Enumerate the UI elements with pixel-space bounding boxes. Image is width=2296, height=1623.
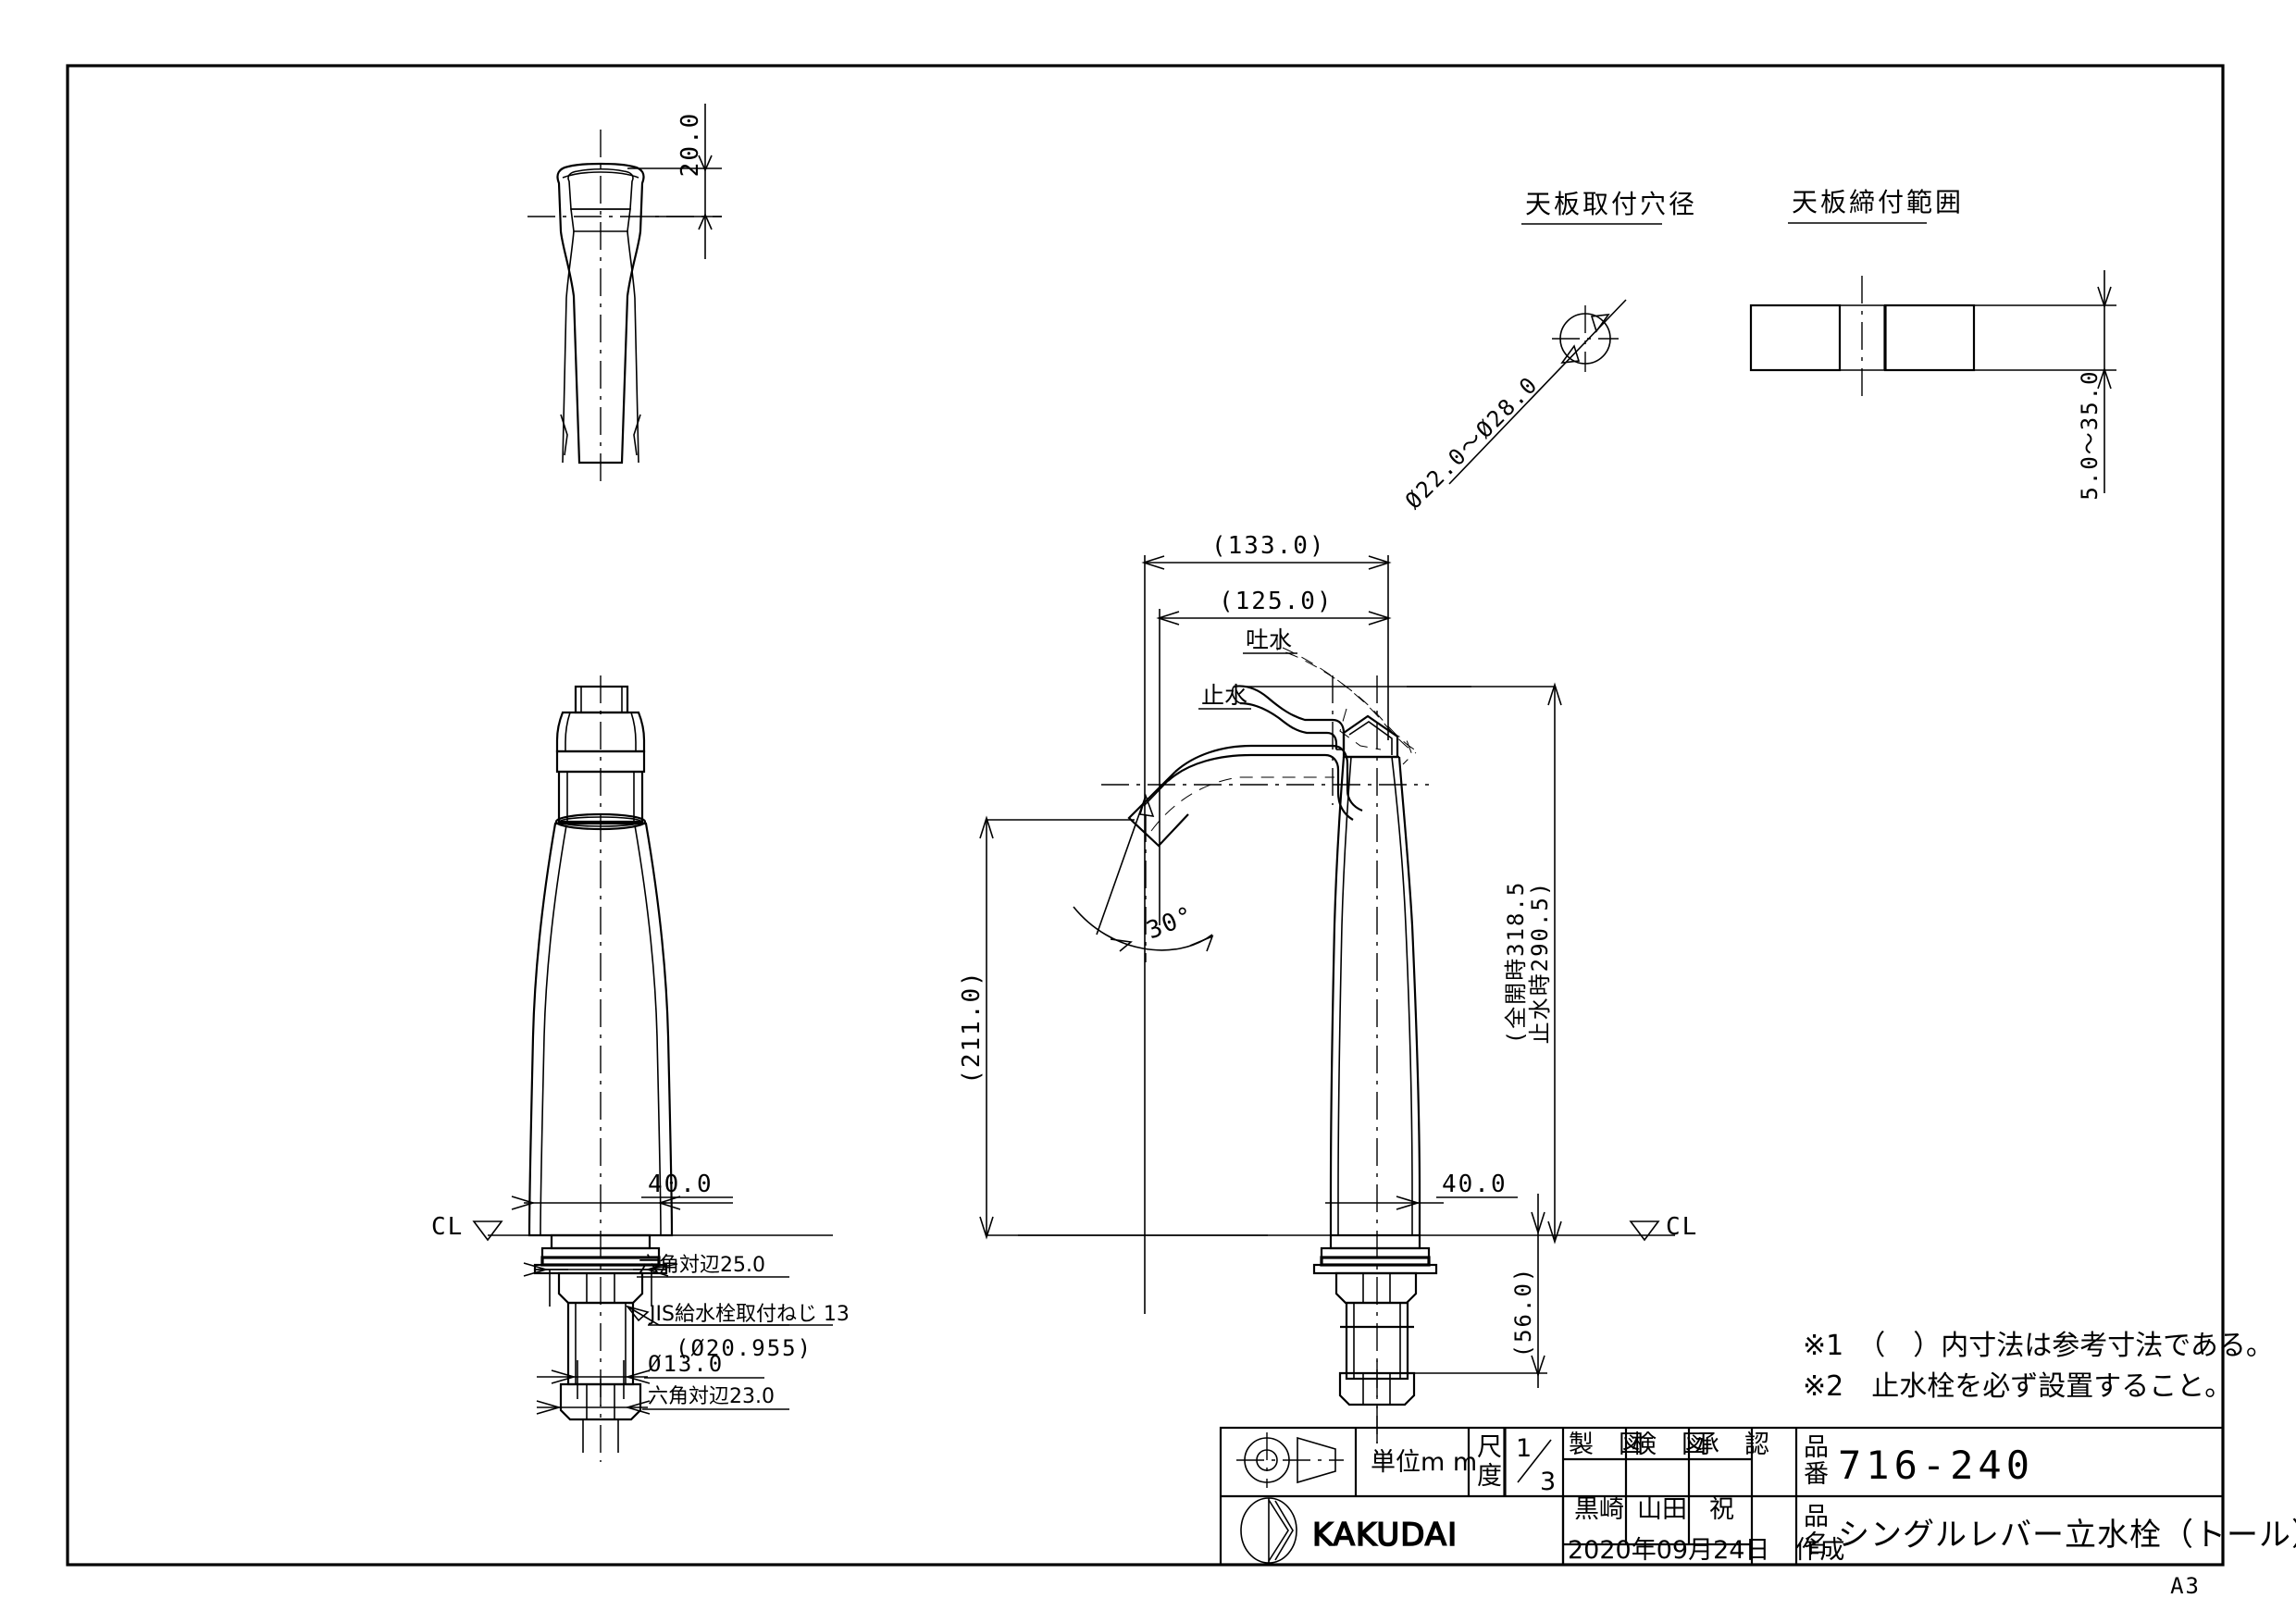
scale-label-2: 度 xyxy=(1477,1462,1502,1491)
drawn-by: 黒崎 xyxy=(1574,1495,1624,1524)
dim-20-text: 20.0 xyxy=(676,112,704,178)
brand-name: KAKUDAI xyxy=(1312,1517,1458,1554)
product-name: シングルレバー立水栓（トール） xyxy=(1838,1517,2296,1554)
view-clamp-detail: 天板締付範囲 5.0～35.0 xyxy=(1749,187,2116,501)
scale-num: 1 xyxy=(1516,1434,1532,1463)
dim-40-main-text: 40.0 xyxy=(1442,1171,1508,1198)
dim-133-text: (133.0) xyxy=(1211,532,1326,560)
col-approved-label: 承 認 xyxy=(1694,1431,1769,1459)
unit-label: 単位m m xyxy=(1371,1448,1477,1477)
note-2: ※2 止水栓を必ず設置すること。 xyxy=(1803,1370,2232,1403)
title-block: 単位m m 尺 度 1 3 製 図 検 図 承 認 黒崎 山田 祝 2020年0… xyxy=(1219,1426,2296,1567)
checked-by: 山田 xyxy=(1637,1495,1687,1524)
cl-label-right: CL xyxy=(1666,1213,1698,1241)
dim-56-text: (56.0) xyxy=(1510,1267,1536,1358)
dim-height-shut-text: 止水時290.5) xyxy=(1527,881,1553,1045)
dia13-text: Ø13.0 xyxy=(648,1351,724,1377)
approved-by: 祝 xyxy=(1709,1495,1734,1524)
kakudai-logo xyxy=(1240,1497,1297,1564)
notes-block: ※1 （ ）内寸法は参考寸法である。 ※2 止水栓を必ず設置すること。 xyxy=(1803,1330,2274,1403)
scale-label-1: 尺 xyxy=(1477,1433,1502,1462)
dim-height-open-text: (全開時318.5 xyxy=(1503,881,1529,1045)
hex25-text: 六角対辺25.0 xyxy=(639,1254,765,1277)
scale-den: 3 xyxy=(1540,1468,1556,1496)
sheet-size-label: A3 xyxy=(2170,1573,2201,1599)
hex23-text: 六角対辺23.0 xyxy=(648,1385,775,1408)
cl-triangle-left xyxy=(472,1220,503,1242)
hole-detail-title: 天板取付穴径 xyxy=(1525,189,1697,219)
jis-dia-text: (Ø20.955) xyxy=(676,1335,813,1361)
view-front-elevation: CL 40.0 六角対辺25.0 JIS給水栓取付ねじ 13 (Ø20.955) xyxy=(431,675,850,1462)
product-no: 716-240 xyxy=(1838,1443,2034,1488)
clamp-range-text: 5.0～35.0 xyxy=(2077,369,2103,500)
note-1: ※1 （ ）内寸法は参考寸法である。 xyxy=(1803,1330,2274,1362)
col-checked-label: 検 図 xyxy=(1632,1431,1706,1459)
drawing-date: 2020年09月24日 作成 xyxy=(1568,1536,1844,1565)
projection-symbol-icon xyxy=(1236,1432,1344,1488)
view-lever-top: 20.0 xyxy=(527,104,722,481)
product-no-label-1: 品 xyxy=(1804,1433,1829,1462)
product-name-label-1: 品 xyxy=(1804,1503,1829,1531)
cl-triangle-right xyxy=(1629,1220,1660,1242)
dim-211-text: (211.0) xyxy=(958,970,986,1084)
clamp-detail-title: 天板締付範囲 xyxy=(1792,187,1964,217)
product-name-label-2: 名 xyxy=(1804,1530,1829,1559)
cl-label-left: CL xyxy=(431,1213,464,1241)
jis-thread-text: JIS給水栓取付ねじ 13 xyxy=(648,1303,850,1326)
dim-125-text: (125.0) xyxy=(1219,588,1334,615)
col-drawn-label: 製 図 xyxy=(1569,1431,1644,1459)
product-no-label-2: 番 xyxy=(1804,1460,1829,1489)
view-side-elevation: (133.0) (125.0) 吐水 止水 xyxy=(958,532,1698,1462)
dim-40-left-text: 40.0 xyxy=(648,1171,714,1198)
sheet-border xyxy=(66,64,2225,1567)
